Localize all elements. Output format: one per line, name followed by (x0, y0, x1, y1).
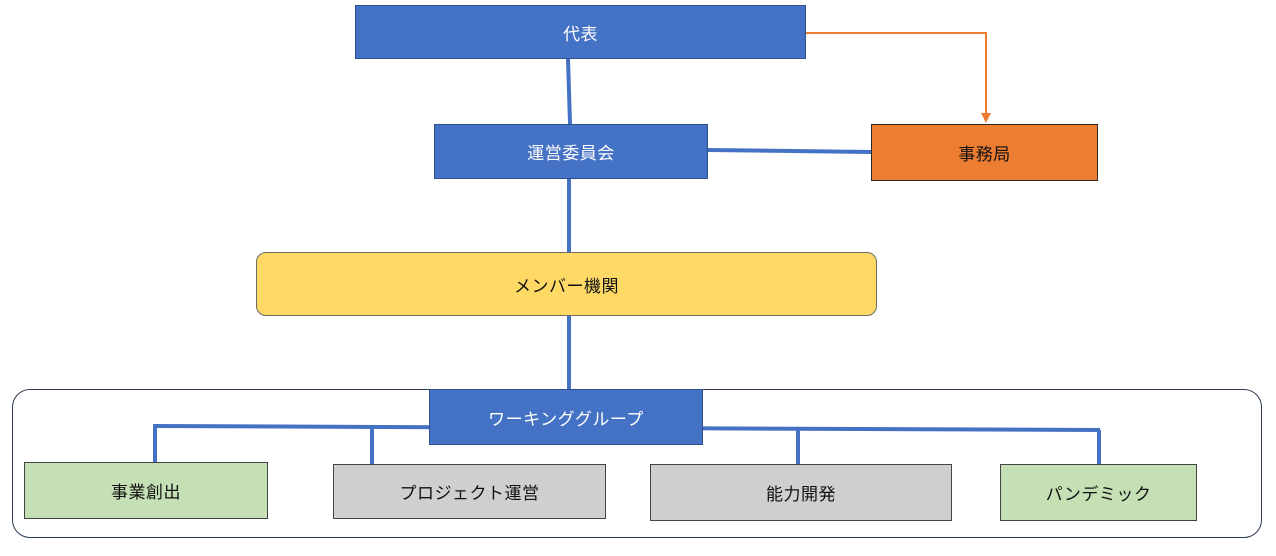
node-representative-label: 代表 (563, 24, 598, 45)
node-business-creation: 事業創出 (24, 462, 268, 519)
node-member-organizations-label: メンバー機関 (514, 276, 619, 297)
connector-representative-steering (566, 58, 572, 125)
connector-representative-secretariat (806, 32, 991, 123)
node-member-organizations: メンバー機関 (256, 252, 877, 316)
node-working-group-label: ワーキンググループ (488, 409, 644, 430)
node-secretariat: 事務局 (871, 124, 1098, 181)
node-secretariat-label: 事務局 (958, 145, 1011, 165)
node-pandemic: パンデミック (1000, 464, 1197, 521)
node-steering-committee-label: 運営委員会 (527, 144, 615, 164)
node-steering-committee: 運営委員会 (434, 124, 708, 179)
node-capacity-development: 能力開発 (650, 464, 952, 521)
connector-steering-secretariat (707, 148, 872, 154)
node-capacity-development-label: 能力開発 (766, 485, 836, 505)
node-working-group: ワーキンググループ (429, 389, 703, 445)
node-project-management-label: プロジェクト運営 (399, 484, 540, 504)
node-project-management: プロジェクト運営 (333, 464, 606, 519)
node-business-creation-label: 事業創出 (111, 483, 181, 503)
node-representative: 代表 (355, 5, 806, 59)
node-pandemic-label: パンデミック (1045, 485, 1152, 505)
